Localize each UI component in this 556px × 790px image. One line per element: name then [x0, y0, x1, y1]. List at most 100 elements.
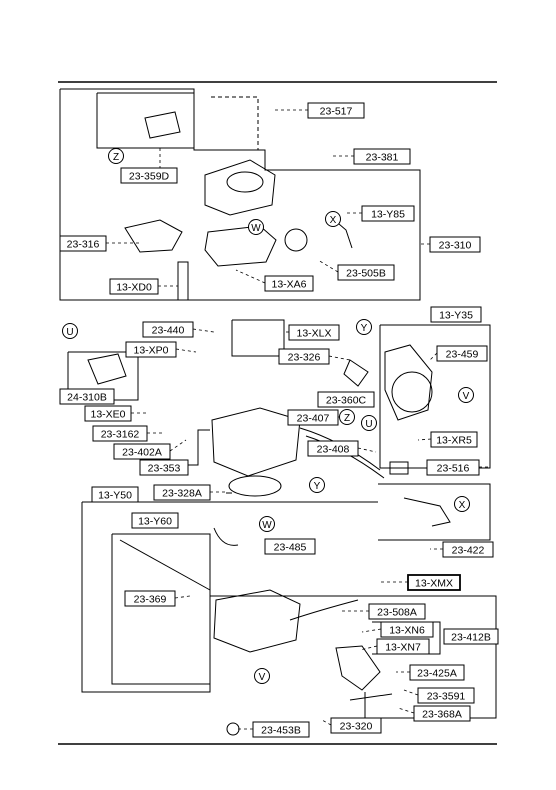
part-label-box — [142, 321, 194, 338]
callout-letter: Y — [314, 481, 321, 492]
callout-z-2: Z — [339, 409, 355, 425]
leader-line — [397, 707, 415, 714]
callout-letter: Z — [344, 413, 350, 424]
part-label-box — [139, 459, 189, 476]
callout-circle — [248, 219, 264, 235]
part-label-23-3591: 23-3591 — [417, 687, 475, 704]
part-label-23-3162: 23-3162 — [92, 425, 148, 442]
callout-letter: V — [259, 672, 266, 683]
part-label-box — [288, 324, 340, 341]
callout-circle — [309, 477, 325, 493]
part-label-text: 23-407 — [297, 413, 330, 425]
carburetor-top-cover — [204, 159, 276, 216]
part-label-23-360c: 23-360C — [317, 391, 375, 408]
callout-u-2: U — [361, 415, 377, 431]
part-label-box — [252, 721, 310, 738]
part-label-13-y35: 13-Y35 — [430, 306, 482, 323]
leader-line — [403, 689, 419, 696]
part-label-23-316: 23-316 — [59, 235, 107, 252]
part-label-box — [91, 486, 139, 503]
frame-23-422 — [378, 483, 491, 541]
callout-u-1: U — [62, 323, 78, 339]
part-label-23-353: 23-353 — [139, 459, 189, 476]
part-label-box — [330, 717, 382, 734]
part-label-text: 23-408 — [317, 444, 350, 456]
part-label-box — [413, 705, 471, 722]
carburetor-body — [211, 407, 301, 477]
part-label-text: 13-XR5 — [436, 435, 472, 447]
leader-line — [328, 355, 351, 361]
part-label-text: 23-359D — [129, 171, 170, 183]
part-label-box — [407, 574, 461, 591]
part-label-text: 23-412B — [451, 632, 491, 644]
part-label-13-xp0: 13-XP0 — [125, 341, 177, 358]
part-label-text: 13-Y50 — [98, 490, 132, 502]
part-label-box — [264, 275, 314, 292]
callout-letter: X — [330, 215, 337, 226]
leader-line — [357, 447, 377, 453]
choke-actuator — [144, 111, 181, 139]
part-label-text: 23-3162 — [101, 429, 140, 441]
leader-line — [361, 628, 382, 633]
part-label-text: 23-485 — [274, 542, 307, 554]
part-label-box — [120, 167, 178, 184]
adjust-screw — [349, 693, 393, 701]
callout-letter: X — [459, 500, 466, 511]
frame-13-Y35 — [379, 324, 491, 469]
part-label-box — [417, 687, 475, 704]
frame-13-XLX — [231, 319, 285, 357]
part-label-text: 23-369 — [134, 594, 167, 606]
part-label-text: 23-517 — [320, 106, 353, 118]
part-label-box — [376, 638, 430, 655]
part-label-13-y50: 13-Y50 — [91, 486, 139, 503]
part-label-text: 23-440 — [152, 325, 185, 337]
part-label-box — [429, 236, 481, 253]
part-label-box — [131, 512, 179, 529]
part-label-13-y85: 13-Y85 — [361, 205, 415, 222]
part-label-box — [426, 459, 480, 476]
part-label-box — [59, 235, 107, 252]
leader-line — [359, 645, 378, 651]
fuel-filter — [177, 261, 189, 301]
part-label-23-459: 23-459 — [436, 345, 488, 362]
part-label-text: 13-XA6 — [271, 279, 306, 291]
part-label-text: 13-XMX — [415, 578, 453, 590]
part-label-13-xd0: 13-XD0 — [109, 278, 159, 295]
part-label-23-408: 23-408 — [307, 440, 359, 457]
part-label-text: 23-360C — [326, 395, 367, 407]
part-label-box — [124, 590, 176, 607]
callout-circle — [458, 387, 474, 403]
callout-v-2: V — [254, 668, 270, 684]
part-label-text: 13-Y60 — [138, 516, 172, 528]
leader-line — [417, 438, 432, 441]
part-label-box — [153, 484, 211, 501]
throttle-lever — [335, 645, 381, 691]
callout-circle — [108, 148, 124, 164]
frame-23-517 — [211, 96, 259, 150]
part-label-13-xlx: 13-XLX — [288, 324, 340, 341]
part-label-13-xn6: 13-XN6 — [380, 621, 434, 638]
callout-x-2: X — [454, 496, 470, 512]
part-label-23-516: 23-516 — [426, 459, 480, 476]
frame-24-310B — [67, 351, 139, 401]
vacuum-diaphragm — [284, 228, 308, 252]
part-label-text: 23-320 — [340, 721, 373, 733]
callout-circle — [361, 415, 377, 431]
part-label-23-422: 23-422 — [442, 541, 494, 558]
part-label-text: 23-353 — [148, 463, 181, 475]
callout-letter: V — [463, 391, 470, 402]
part-label-box — [353, 148, 411, 165]
fuel-pipe — [213, 527, 239, 546]
leader-line — [169, 439, 187, 452]
part-label-23-453b: 23-453B — [252, 721, 310, 738]
leader-line — [174, 595, 191, 599]
leader-line — [321, 719, 332, 726]
part-label-text: 23-310 — [439, 240, 472, 252]
callout-z-1: Z — [108, 148, 124, 164]
linkage-rod — [403, 497, 451, 527]
part-label-13-xa6: 13-XA6 — [264, 275, 314, 292]
part-label-text: 13-XP0 — [133, 345, 168, 357]
part-label-13-xr5: 13-XR5 — [430, 431, 478, 448]
part-label-box — [84, 405, 132, 422]
